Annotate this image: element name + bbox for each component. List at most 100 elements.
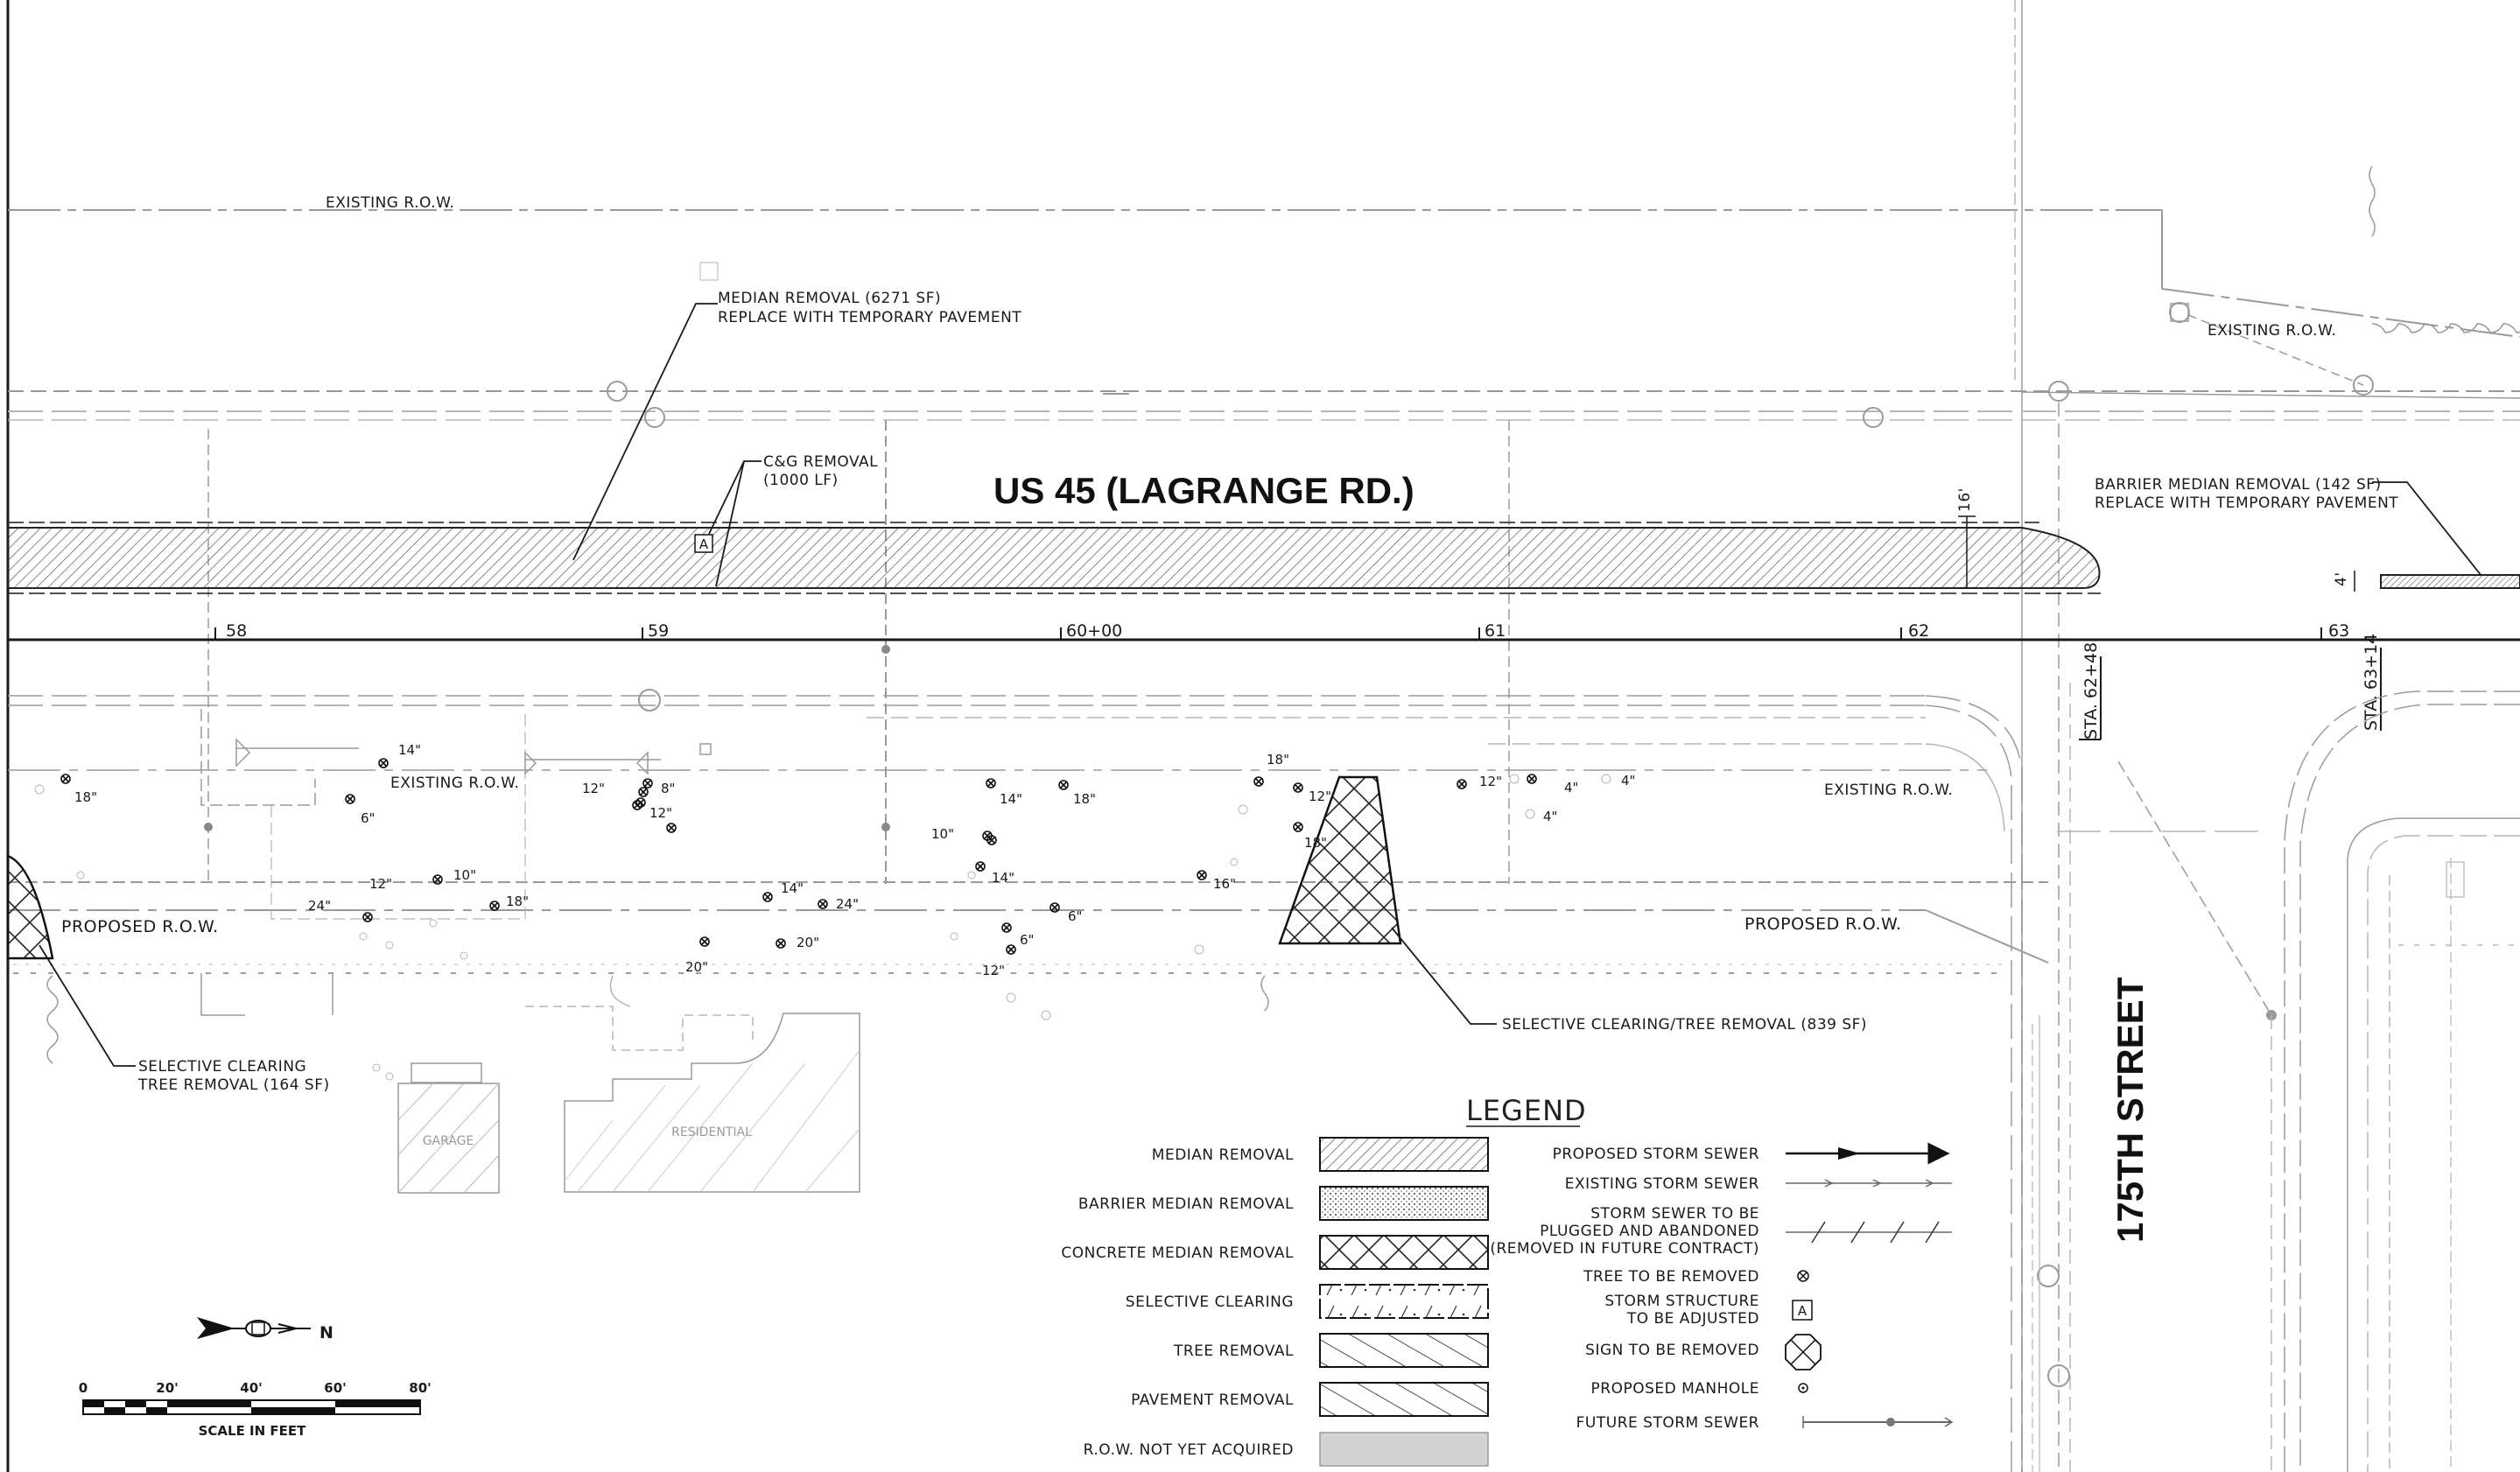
selective-clearing-area-left bbox=[6, 854, 54, 960]
selective-clearing-callout-right: SELECTIVE CLEARING/TREE REMOVAL (839 SF) bbox=[1391, 927, 1867, 1034]
tree-size: 18" bbox=[1304, 835, 1327, 851]
structure-adjust-tag bbox=[694, 534, 713, 553]
legend-item-sign-removed: SIGN TO BE REMOVED bbox=[1585, 1342, 1759, 1359]
legend-item-row-not-acquired: R.O.W. NOT YET ACQUIRED bbox=[1084, 1441, 1294, 1459]
legend-item-future-storm: FUTURE STORM SEWER bbox=[1576, 1414, 1759, 1432]
legend-symbol-structure-letter: A bbox=[1798, 1303, 1808, 1319]
scale-tick-60: 60' bbox=[324, 1380, 346, 1396]
legend-title: LEGEND bbox=[1466, 1094, 1587, 1127]
tree-to-remove-icon bbox=[1293, 782, 1303, 793]
tree-to-remove-icon bbox=[776, 938, 786, 949]
station-callout-63-14: STA. 63+14 bbox=[2362, 634, 2381, 731]
median-removal-area: 16' 4' bbox=[7, 487, 2520, 594]
tree-size: 12" bbox=[982, 963, 1005, 978]
tree-to-remove-icon bbox=[60, 774, 71, 784]
tree-to-remove-icon bbox=[1197, 870, 1207, 880]
tree-to-remove-icon bbox=[642, 778, 653, 789]
legend-item-plugged-line2: PLUGGED AND ABANDONED bbox=[1540, 1223, 1759, 1240]
tree-to-remove-icon bbox=[362, 912, 373, 922]
tree-size: 18" bbox=[506, 894, 529, 909]
legend-item-selective-clearing: SELECTIVE CLEARING bbox=[1126, 1293, 1294, 1311]
selective-clearing-left-line1: SELECTIVE CLEARING bbox=[138, 1058, 306, 1076]
tree-size: 10" bbox=[453, 867, 476, 883]
tree-to-remove-icon bbox=[432, 874, 443, 885]
existing-row-label-top-right: EXISTING R.O.W. bbox=[2208, 322, 2336, 340]
legend-swatch-median-removal bbox=[1319, 1137, 1489, 1172]
legend-swatch-barrier-median bbox=[1319, 1186, 1489, 1221]
legend-symbol-manhole bbox=[1798, 1383, 1808, 1393]
garage-outline bbox=[397, 1083, 500, 1194]
dimension-4: 4' bbox=[2333, 572, 2350, 587]
residential-label: RESIDENTIAL bbox=[671, 1125, 752, 1139]
tree-size: 20" bbox=[797, 935, 819, 950]
tree-to-remove-icon bbox=[1293, 822, 1303, 832]
tree-size: 24" bbox=[308, 898, 331, 914]
existing-row-label-mid-right: EXISTING R.O.W. bbox=[1824, 782, 1953, 799]
proposed-row-label-left: PROPOSED R.O.W. bbox=[61, 917, 219, 936]
barrier-median-callout: BARRIER MEDIAN REMOVAL (142 SF) REPLACE … bbox=[2095, 476, 2482, 577]
tree-to-remove-icon bbox=[489, 901, 500, 911]
tree-to-remove-icon bbox=[762, 892, 773, 902]
median-removal-callout-line1: MEDIAN REMOVAL (6271 SF) bbox=[718, 290, 941, 307]
tree-size: 4" bbox=[1621, 773, 1635, 789]
cg-removal-callout-line1: C&G REMOVAL bbox=[763, 453, 878, 471]
legend-item-tree-removed: TREE TO BE REMOVED bbox=[1583, 1268, 1759, 1286]
tree-to-remove-icon bbox=[699, 936, 710, 947]
tree-size: 12" bbox=[582, 781, 605, 796]
legend-symbol-tree bbox=[1797, 1270, 1809, 1282]
tree-size: 14" bbox=[398, 742, 421, 758]
tree-size: 18" bbox=[74, 789, 97, 805]
legend-swatch-selective-clearing bbox=[1319, 1284, 1489, 1319]
tree-size: 14" bbox=[992, 870, 1014, 886]
tree-size: 4" bbox=[1543, 809, 1557, 824]
tree-to-remove-icon bbox=[1058, 780, 1069, 790]
tree-to-remove-icon bbox=[1457, 779, 1467, 789]
tree-size: 12" bbox=[649, 805, 672, 821]
cg-removal-callout: C&G REMOVAL (1000 LF) A bbox=[694, 453, 878, 587]
tree-size: 6" bbox=[1020, 932, 1034, 948]
tree-size: 14" bbox=[1000, 791, 1022, 807]
tree-size: 14" bbox=[781, 880, 804, 896]
tree-to-remove-icon bbox=[1006, 944, 1016, 955]
tree-size: 18" bbox=[1267, 752, 1289, 768]
selective-clearing-left-line2: TREE REMOVAL (164 SF) bbox=[137, 1076, 330, 1094]
tree-to-remove-icon bbox=[632, 800, 642, 810]
scale-caption: SCALE IN FEET bbox=[199, 1423, 307, 1439]
legend-item-existing-storm: EXISTING STORM SEWER bbox=[1565, 1175, 1759, 1193]
legend-item-pavement-removal: PAVEMENT REMOVAL bbox=[1131, 1391, 1294, 1409]
tree-to-remove-icon bbox=[1527, 774, 1537, 784]
median-removal-callout: MEDIAN REMOVAL (6271 SF) REPLACE WITH TE… bbox=[572, 290, 1021, 561]
existing-row-label-mid-left: EXISTING R.O.W. bbox=[390, 775, 519, 792]
tree-size-labels: 18" 14" 6" 12" 8" 12" 10" 12" 18" 24" 14… bbox=[74, 742, 1635, 978]
tree-to-remove-icon bbox=[982, 831, 993, 841]
legend-swatch-tree-removal bbox=[1319, 1333, 1489, 1368]
legend-item-structure-adjust-line1: STORM STRUCTURE bbox=[1604, 1293, 1759, 1310]
barrier-median-callout-line2: REPLACE WITH TEMPORARY PAVEMENT bbox=[2095, 494, 2398, 512]
tree-to-remove-icon bbox=[1001, 922, 1012, 933]
tree-to-remove-icon bbox=[666, 823, 677, 833]
tree-size: 10" bbox=[931, 826, 954, 842]
tree-to-remove-icon bbox=[986, 778, 996, 789]
station-62: 62 bbox=[1908, 621, 1929, 641]
trees-to-be-removed bbox=[60, 758, 1537, 955]
scale-tick-80: 80' bbox=[409, 1380, 431, 1396]
tree-to-remove-icon bbox=[1253, 776, 1264, 787]
selective-clearing-area-right bbox=[1278, 775, 1402, 945]
legend-swatch-pavement-removal bbox=[1319, 1382, 1489, 1417]
tree-size: 12" bbox=[369, 876, 392, 892]
legend-item-plugged-line1: STORM SEWER TO BE bbox=[1590, 1205, 1759, 1223]
tree-to-remove-icon bbox=[378, 758, 389, 768]
tree-to-remove-icon bbox=[975, 861, 986, 872]
legend-item-concrete-median: CONCRETE MEDIAN REMOVAL bbox=[1061, 1244, 1294, 1262]
north-arrow: N bbox=[197, 1317, 333, 1342]
tree-to-remove-icon bbox=[1049, 902, 1060, 913]
cross-street-label: 175TH STREET bbox=[2109, 977, 2151, 1243]
structure-adjust-tag-letter: A bbox=[699, 536, 709, 552]
proposed-row-label-right: PROPOSED R.O.W. bbox=[1744, 915, 1902, 934]
tree-size: 4" bbox=[1564, 780, 1578, 796]
tree-size: 12" bbox=[1309, 789, 1331, 804]
legend-item-barrier-median: BARRIER MEDIAN REMOVAL bbox=[1078, 1195, 1294, 1213]
station-63: 63 bbox=[2328, 621, 2349, 641]
station-59: 59 bbox=[648, 621, 669, 641]
garage-label: GARAGE bbox=[423, 1134, 474, 1148]
